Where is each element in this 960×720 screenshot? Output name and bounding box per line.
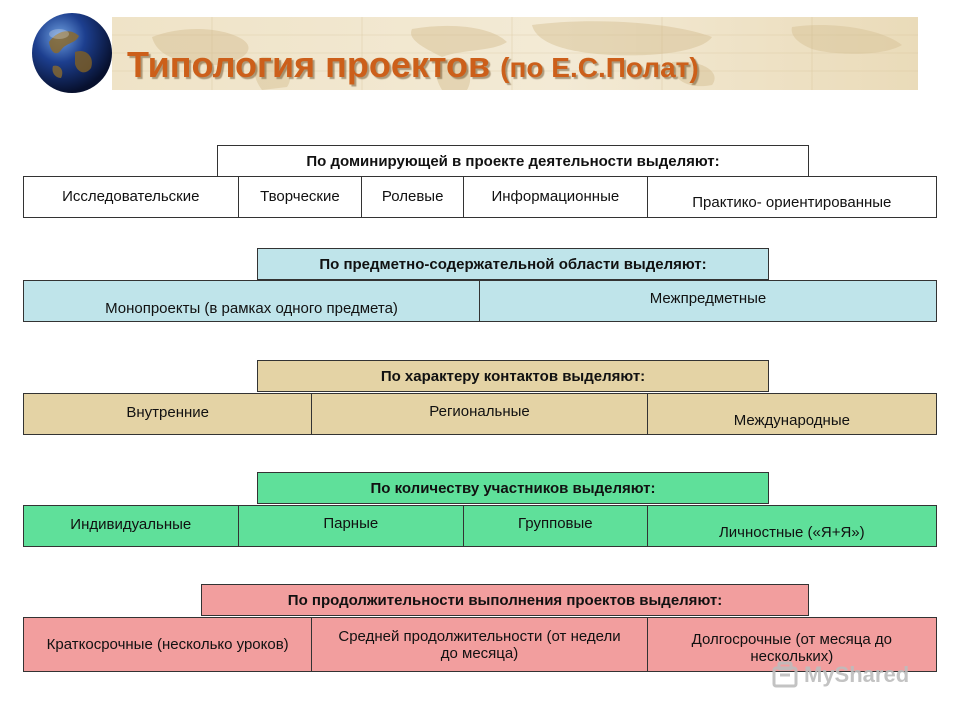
section-header-participants: По количеству участников выделяют:	[257, 472, 769, 504]
title-banner	[112, 17, 918, 90]
section-row-contacts: Внутренние Региональные Международные	[23, 393, 937, 435]
category-cell: Ролевые	[362, 177, 465, 217]
section-row-activity: Исследовательские Творческие Ролевые Инф…	[23, 176, 937, 218]
section-row-subject: Монопроекты (в рамках одного предмета) М…	[23, 280, 937, 322]
section-header-subject: По предметно-содержательной области выде…	[257, 248, 769, 280]
title-author: (по Е.С.Полат)	[500, 52, 699, 83]
section-header-duration: По продолжительности выполнения проектов…	[201, 584, 809, 616]
category-cell: Долгосрочные (от месяца до нескольких)	[691, 630, 892, 665]
globe-icon	[32, 13, 112, 93]
watermark-text: MyShared	[804, 662, 910, 687]
category-cell: Краткосрочные (несколько уроков)	[24, 618, 313, 671]
category-cell: Личностные («Я+Я»)	[718, 524, 865, 541]
category-cell: Индивидуальные	[24, 506, 239, 546]
category-cell: Региональные	[312, 394, 648, 434]
section-header-contacts: По характеру контактов выделяют:	[257, 360, 769, 392]
category-cell: Творческие	[239, 177, 363, 217]
category-cell: Парные	[239, 506, 465, 546]
watermark: MyShared	[770, 660, 909, 690]
category-cell: Внутренние	[24, 394, 313, 434]
myshared-logo-icon	[772, 661, 798, 688]
category-cell: Международные	[733, 412, 850, 429]
category-cell: Монопроекты (в рамках одного предмета)	[24, 281, 480, 321]
category-cell: Групповые	[464, 506, 648, 546]
section-row-participants: Индивидуальные Парные Групповые Личностн…	[23, 505, 937, 547]
page-title: Типология проектов (по Е.С.Полат)	[127, 44, 699, 86]
section-header-activity: По доминирующей в проекте деятельности в…	[217, 145, 809, 177]
category-cell: Информационные	[464, 177, 648, 217]
world-map-background	[112, 17, 918, 90]
category-cell: Исследовательские	[24, 177, 239, 217]
title-main: Типология проектов	[127, 44, 491, 85]
category-cell: Межпредметные	[649, 289, 767, 307]
section-row-duration: Краткосрочные (несколько уроков) Средней…	[23, 617, 937, 672]
category-cell: Средней продолжительности (от недели до …	[312, 618, 648, 671]
category-cell: Практико- ориентированные	[692, 194, 892, 211]
